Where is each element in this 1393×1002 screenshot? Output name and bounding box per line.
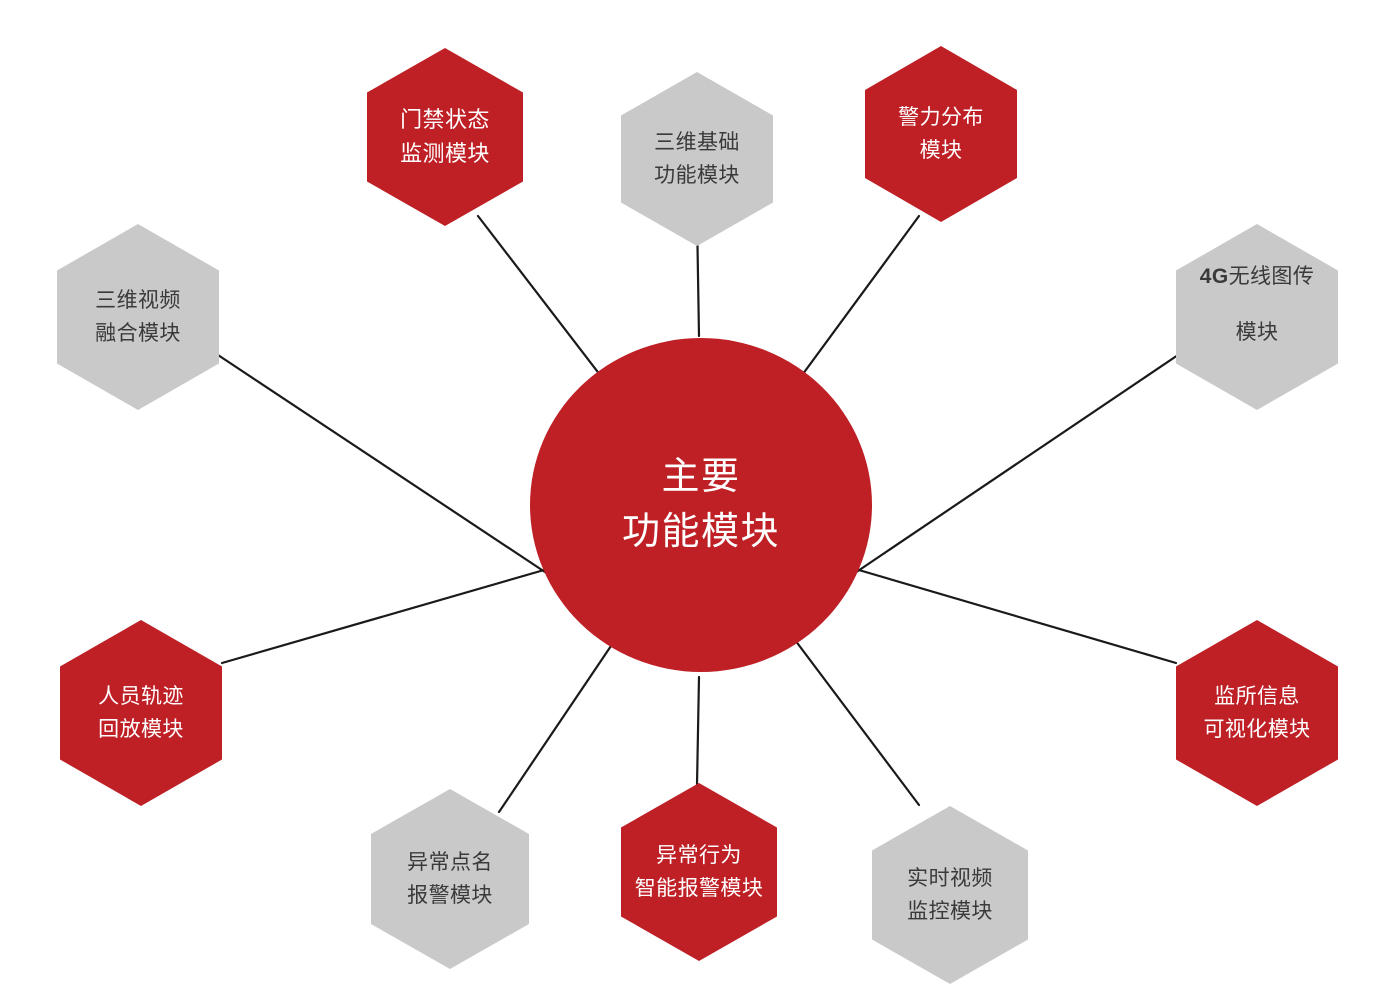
node-realtime-video-surveillance[interactable] (872, 806, 1028, 984)
node-three-d-basic-function[interactable] (621, 72, 773, 246)
center-hub[interactable]: 主要 功能模块 (530, 338, 872, 672)
center-hub-line2: 功能模块 (621, 511, 781, 553)
node-4g-wireless-image-transfer[interactable] (1176, 224, 1338, 410)
center-hub-line1: 主要 (661, 455, 741, 498)
node-abnormal-behavior-smart-alarm[interactable] (621, 783, 777, 961)
node-abnormal-roll-call-alarm[interactable] (371, 789, 529, 969)
node-personnel-track-playback[interactable] (60, 620, 222, 806)
node-prison-info-visualization[interactable] (1176, 620, 1338, 806)
node-three-d-video-fusion[interactable] (57, 224, 219, 410)
node-door-access-status[interactable] (367, 48, 523, 226)
node-police-force-distribution[interactable] (865, 46, 1017, 222)
